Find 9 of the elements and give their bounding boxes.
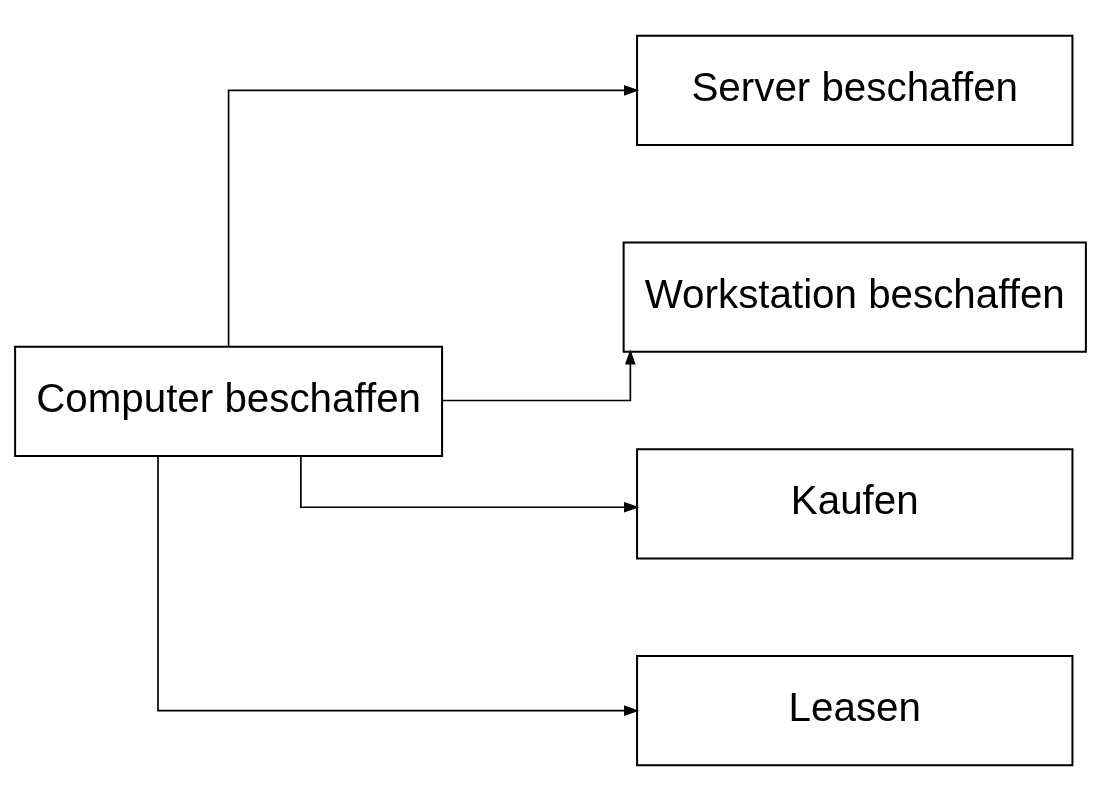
arrow (441, 349, 636, 402)
node-box: Kaufen (636, 448, 1074, 560)
node-box: Leasen (636, 655, 1074, 767)
node-box: Computer beschaffen (14, 345, 444, 457)
node-box: Server beschaffen (636, 34, 1074, 146)
arrow (300, 455, 640, 513)
arrow (227, 85, 640, 348)
arrow (157, 455, 640, 716)
node-box: Workstation beschaffen (622, 241, 1087, 353)
